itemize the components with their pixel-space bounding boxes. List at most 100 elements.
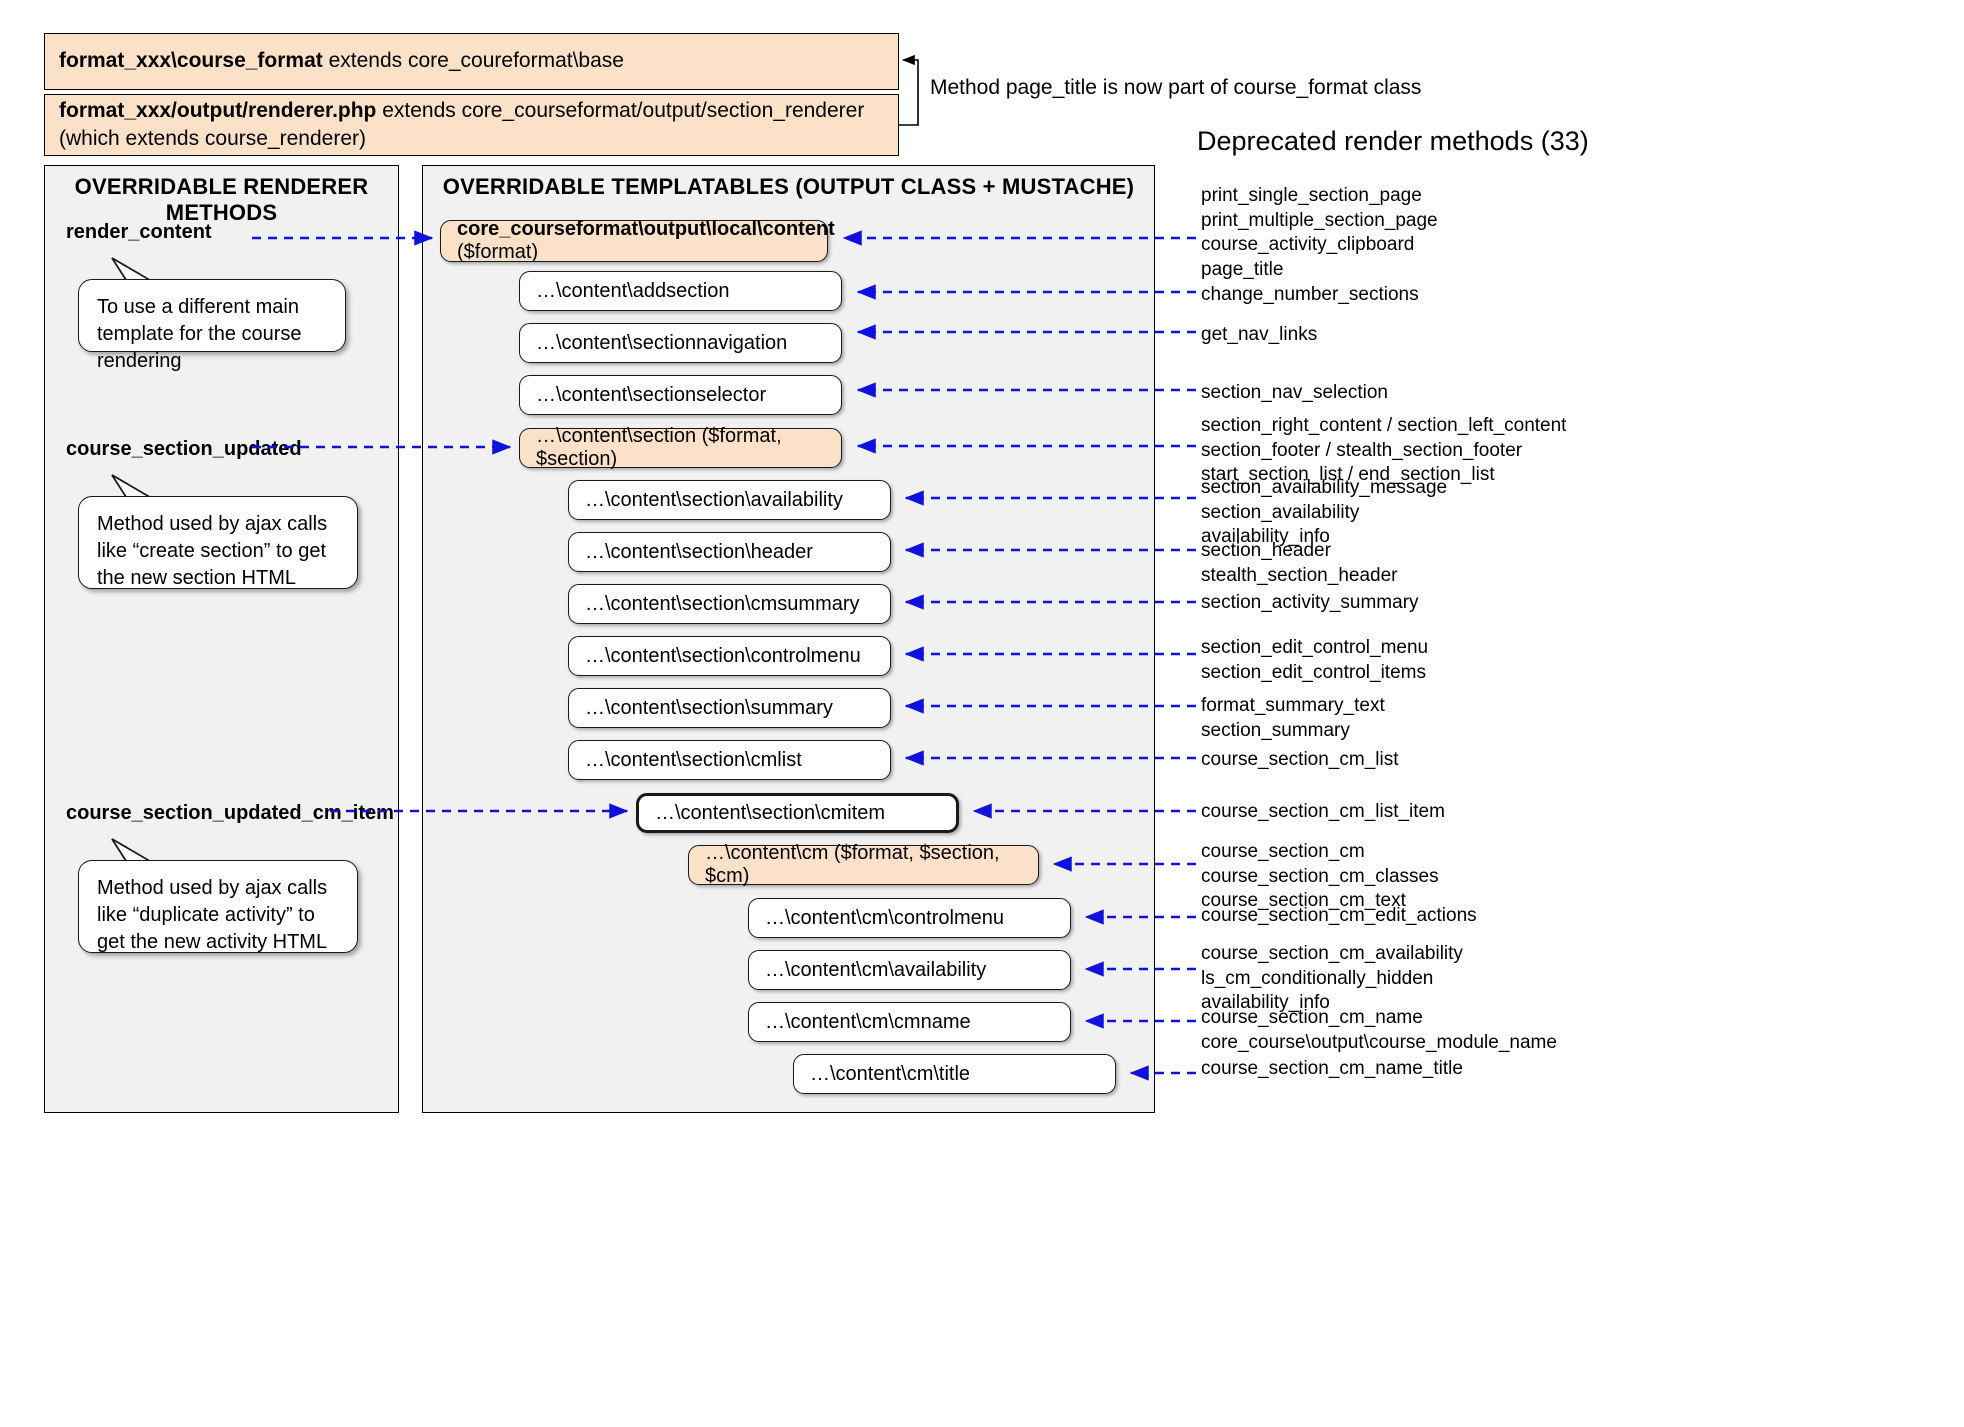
deprecated-line: format_summary_text <box>1201 695 1385 716</box>
templatable-15-label: …\content\cm\cmname <box>765 1010 971 1033</box>
deprecated-group-15: course_section_cm_name core_course\outpu… <box>1201 1006 1557 1055</box>
deprecated-line: course_section_cm_edit_actions <box>1201 905 1477 926</box>
templatable-13-label: …\content\cm\controlmenu <box>765 906 1004 929</box>
templatable-0-bold: core_courseformat\output\local\content <box>457 218 835 240</box>
templatable-box-section-controlmenu[interactable]: …\content\section\controlmenu <box>568 636 891 676</box>
templatable-box-cm-title[interactable]: …\content\cm\title <box>793 1054 1116 1094</box>
header-box1-bold: format_xxx\course_format <box>59 49 323 73</box>
deprecated-line: course_section_cm_classes <box>1201 865 1439 887</box>
bracket-note: Method page_title is now part of course_… <box>930 76 1422 99</box>
deprecated-group-0: print_single_section_page print_multiple… <box>1201 184 1438 283</box>
deprecated-group-6: section_header stealth_section_header <box>1201 539 1397 588</box>
templatable-box-section-cmitem[interactable]: …\content\section\cmitem <box>636 793 959 833</box>
deprecated-group-4: section_right_content / section_left_con… <box>1201 414 1566 488</box>
deprecated-line: section_header <box>1201 540 1331 561</box>
templatable-box-sectionnavigation[interactable]: …\content\sectionnavigation <box>519 323 842 363</box>
templatable-box-section-summary[interactable]: …\content\section\summary <box>568 688 891 728</box>
templatable-10-label: …\content\section\cmlist <box>585 748 802 771</box>
templatable-7-label: …\content\section\cmsummary <box>585 592 860 615</box>
deprecated-line: page_title <box>1201 259 1284 281</box>
templatable-3-label: …\content\sectionselector <box>536 383 767 406</box>
templatable-12-label: …\content\cm ($format, $section, $cm) <box>705 842 1000 887</box>
templatable-box-sectionselector[interactable]: …\content\sectionselector <box>519 375 842 415</box>
deprecated-line: course_section_cm_text <box>1201 890 1406 912</box>
templatable-box-section-cmsummary[interactable]: …\content\section\cmsummary <box>568 584 891 624</box>
deprecated-line: course_section_cm_list_item <box>1201 801 1445 822</box>
deprecated-group-9: format_summary_text section_summary <box>1201 694 1385 743</box>
deprecated-line: course_section_cm_name_title <box>1201 1058 1463 1079</box>
templatable-16-label: …\content\cm\title <box>810 1062 971 1085</box>
templatable-box-cm-availability[interactable]: …\content\cm\availability <box>748 950 1071 990</box>
templatable-2-label: …\content\sectionnavigation <box>536 331 788 354</box>
deprecated-line: start_section_list / end_section_list <box>1201 464 1495 486</box>
deprecated-line: change_number_sections <box>1201 284 1419 305</box>
templatable-5-label: …\content\section\availability <box>585 488 843 511</box>
deprecated-line: get_nav_links <box>1201 324 1318 345</box>
deprecated-line: course_section_cm_name <box>1201 1007 1423 1028</box>
method-render-content: render_content <box>66 221 212 243</box>
deprecated-line: course_section_cm <box>1201 841 1365 862</box>
templatable-4-label: …\content\section ($format, $section) <box>536 425 782 470</box>
deprecated-line: section_activity_summary <box>1201 592 1419 613</box>
templatable-box-section-header[interactable]: …\content\section\header <box>568 532 891 572</box>
deprecated-line: ls_cm_conditionally_hidden <box>1201 967 1434 989</box>
header-box1-rest: extends core_coureformat\base <box>322 49 624 73</box>
deprecated-group-5: section_availability_message section_ava… <box>1201 476 1447 550</box>
templatable-box-cm-cmname[interactable]: …\content\cm\cmname <box>748 1002 1071 1042</box>
deprecated-group-12: course_section_cm course_section_cm_clas… <box>1201 840 1439 914</box>
middle-panel-title: OVERRIDABLE TEMPLATABLES (OUTPUT CLASS +… <box>442 174 1135 199</box>
deprecated-line: availability_info <box>1201 992 1330 1014</box>
templatable-1-label: …\content\addsection <box>536 279 730 302</box>
deprecated-line: section_footer / stealth_section_footer <box>1201 439 1523 461</box>
templatable-6-label: …\content\section\header <box>585 540 813 563</box>
callout-course-section-updated-cm-item: Method used by ajax calls like “duplicat… <box>78 860 358 953</box>
deprecated-group-7: section_activity_summary <box>1201 591 1419 616</box>
deprecated-group-13: course_section_cm_edit_actions <box>1201 904 1477 929</box>
callout-course-section-updated: Method used by ajax calls like “create s… <box>78 496 358 589</box>
deprecated-group-8: section_edit_control_menu section_edit_c… <box>1201 636 1428 685</box>
left-panel-title: OVERRIDABLE RENDERER METHODS <box>74 174 369 225</box>
templatable-11-label: …\content\section\cmitem <box>655 801 886 824</box>
deprecated-group-10: course_section_cm_list <box>1201 748 1398 773</box>
method-course-section-updated-cm-item: course_section_updated_cm_item <box>66 802 394 824</box>
templatable-9-label: …\content\section\summary <box>585 696 833 719</box>
deprecated-line: section_availability <box>1201 501 1360 523</box>
callout-render-content: To use a different main template for the… <box>78 279 346 372</box>
method-course-section-updated: course_section_updated <box>66 438 302 460</box>
deprecated-line: section_edit_control_menu <box>1201 637 1429 658</box>
deprecated-group-16: course_section_cm_name_title <box>1201 1057 1463 1082</box>
deprecated-line: core_course\output\course_module_name <box>1201 1031 1557 1053</box>
header-box-course-format: format_xxx\course_format extends core_co… <box>44 33 899 90</box>
deprecated-line: section_edit_control_items <box>1201 661 1426 683</box>
deprecated-line: stealth_section_header <box>1201 564 1398 586</box>
deprecated-line: course_section_cm_list <box>1201 749 1399 770</box>
templatable-8-label: …\content\section\controlmenu <box>585 644 861 667</box>
templatable-0-rest: ($format) <box>457 241 539 263</box>
templatable-box-addsection[interactable]: …\content\addsection <box>519 271 842 311</box>
deprecated-line: availability_info <box>1201 526 1330 548</box>
deprecated-line: section_availability_message <box>1201 477 1448 498</box>
deprecated-title: Deprecated render methods (33) <box>1197 126 1589 156</box>
templatable-14-label: …\content\cm\availability <box>765 958 987 981</box>
deprecated-line: section_summary <box>1201 719 1350 741</box>
deprecated-group-11: course_section_cm_list_item <box>1201 800 1445 825</box>
templatable-box-cm-controlmenu[interactable]: …\content\cm\controlmenu <box>748 898 1071 938</box>
templatable-box-section-availability[interactable]: …\content\section\availability <box>568 480 891 520</box>
header-box2-bold: format_xxx/output/renderer.php <box>59 98 377 122</box>
deprecated-line: course_activity_clipboard <box>1201 234 1415 256</box>
deprecated-line: course_section_cm_availability <box>1201 943 1463 964</box>
deprecated-line: print_multiple_section_page <box>1201 209 1438 231</box>
deprecated-group-2: get_nav_links <box>1201 323 1317 348</box>
templatable-box-section[interactable]: …\content\section ($format, $section) <box>519 425 842 470</box>
deprecated-line: section_right_content / section_left_con… <box>1201 415 1567 436</box>
deprecated-group-3: section_nav_selection <box>1201 381 1388 406</box>
header-box2-rest: extends core_courseformat/output/section… <box>59 98 865 150</box>
templatable-box-section-cmlist[interactable]: …\content\section\cmlist <box>568 740 891 780</box>
templatable-box-cm[interactable]: …\content\cm ($format, $section, $cm) <box>688 842 1039 887</box>
deprecated-group-14: course_section_cm_availability ls_cm_con… <box>1201 942 1463 1016</box>
header-box-renderer-php: format_xxx/output/renderer.php extends c… <box>44 94 899 156</box>
deprecated-line: print_single_section_page <box>1201 185 1422 206</box>
templatable-box-content[interactable]: core_courseformat\output\local\content (… <box>440 218 835 263</box>
deprecated-group-1: change_number_sections <box>1201 283 1419 308</box>
deprecated-line: section_nav_selection <box>1201 382 1388 403</box>
